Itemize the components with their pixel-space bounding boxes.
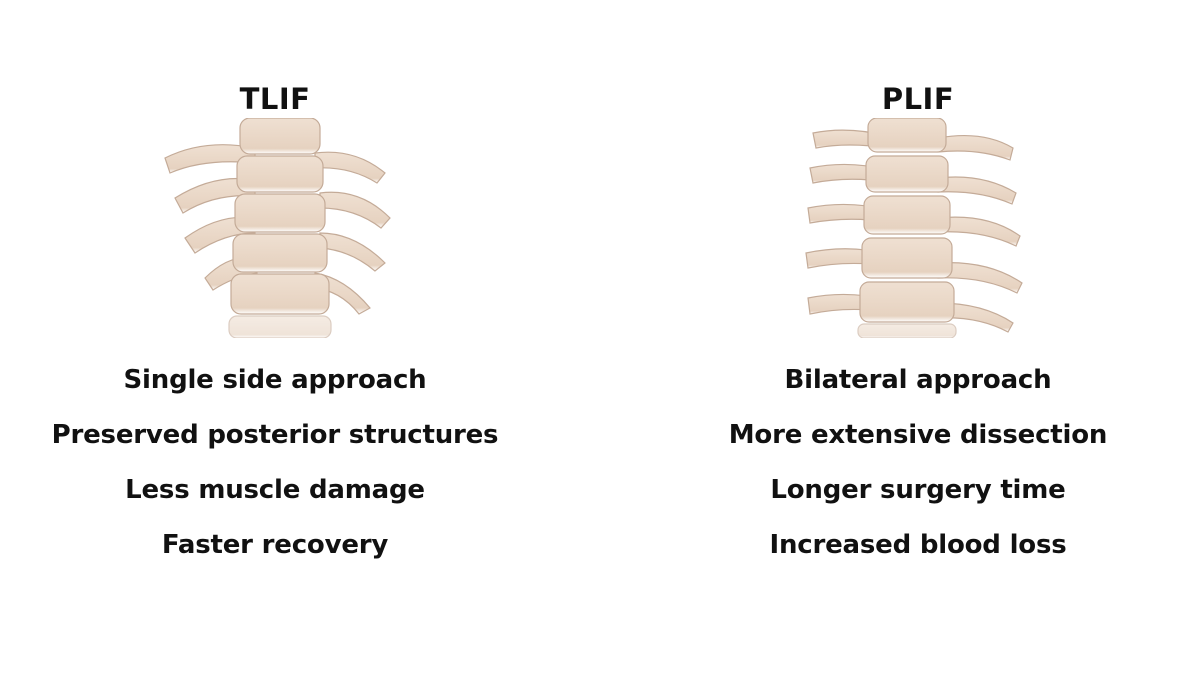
tlif-spine-illustration	[164, 118, 391, 338]
list-item: Increased blood loss	[769, 530, 1067, 560]
list-item: More extensive dissection	[728, 420, 1108, 450]
list-item: Faster recovery	[161, 530, 389, 560]
tlif-advantages-list: Single side approach Preserved posterior…	[15, 360, 535, 580]
list-item: Single side approach	[123, 365, 427, 395]
plif-title: PLIF	[881, 82, 955, 116]
list-item: Bilateral approach	[784, 365, 1052, 395]
list-item: Longer surgery time	[770, 475, 1066, 505]
list-item: Less muscle damage	[125, 475, 425, 505]
list-item: Preserved posterior structures	[51, 420, 499, 450]
plif-characteristics-list: Bilateral approach More extensive dissec…	[658, 360, 1178, 580]
tlif-title: TLIF	[239, 82, 311, 116]
plif-spine-illustration	[805, 118, 1023, 338]
